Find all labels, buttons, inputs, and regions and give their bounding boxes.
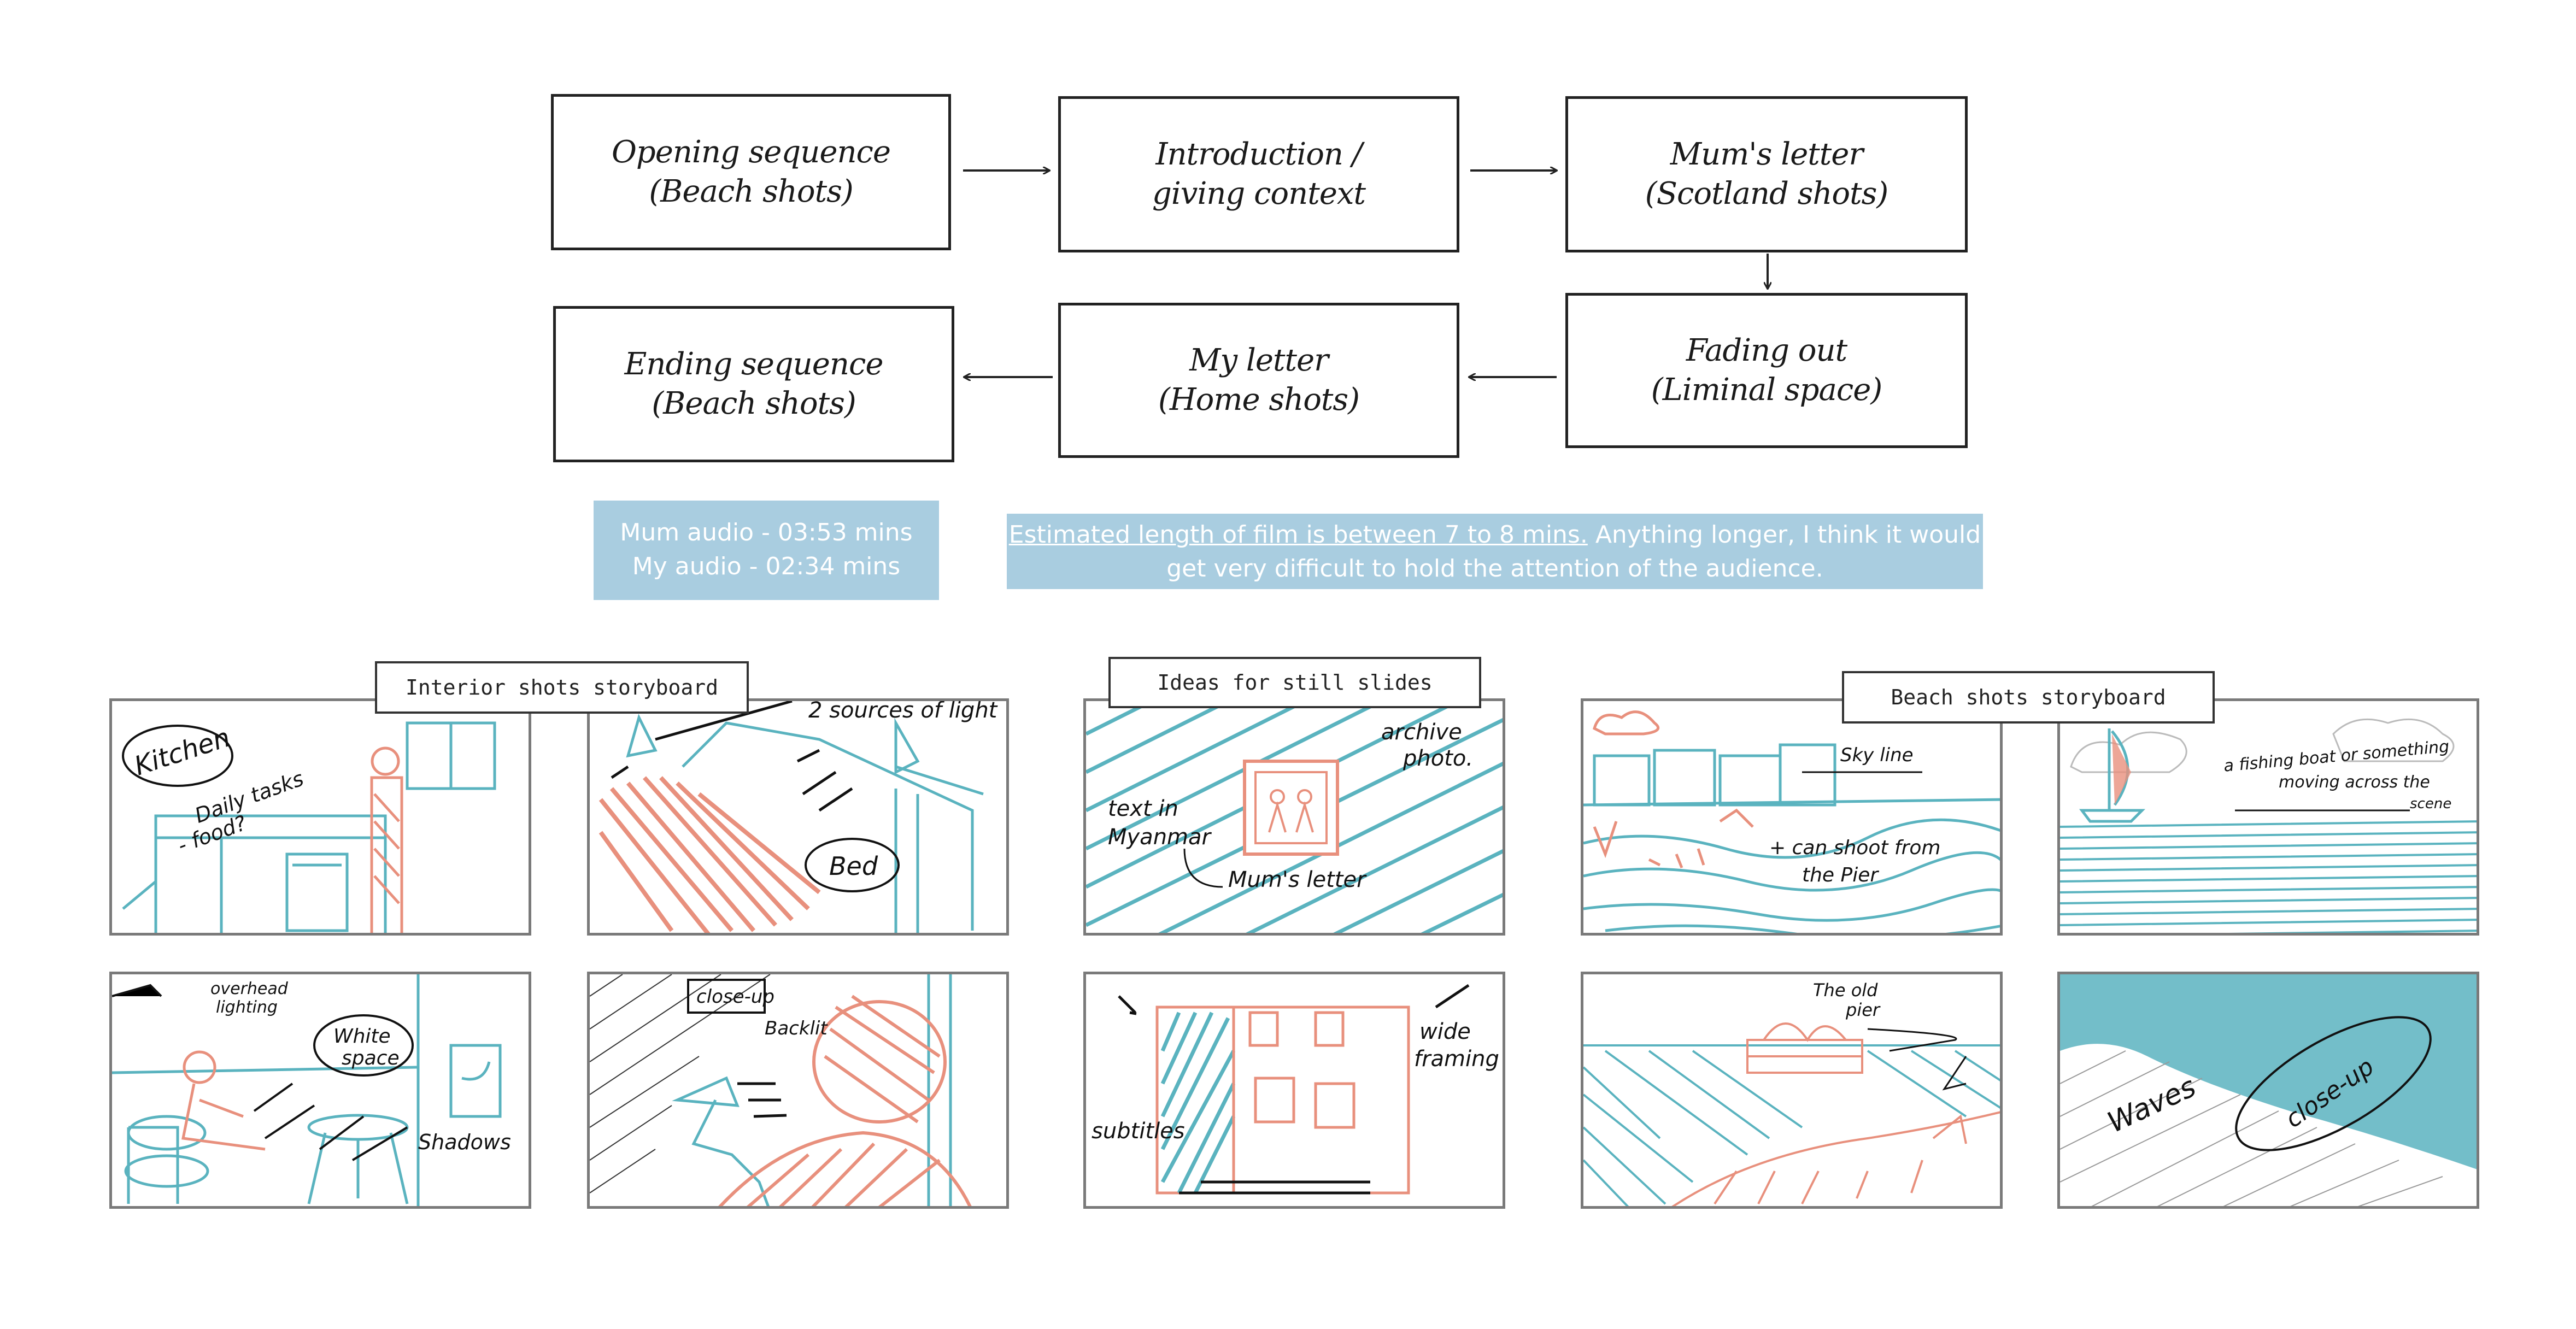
note-daily-tasks: Daily tasks: [192, 766, 307, 827]
note-photo: photo.: [1403, 746, 1473, 771]
flow-step-mums-letter: Mum's letter (Scotland shots): [1565, 96, 1968, 252]
note-pier: pier: [1845, 999, 1881, 1020]
note-framing: framing: [1414, 1046, 1499, 1072]
film-length-caveat: Anything longer, I think it would: [1587, 521, 1981, 549]
note-the-old: The old: [1813, 980, 1878, 1001]
flow-step-title: Fading out: [1686, 333, 1847, 368]
film-length-note: Estimated length of film is between 7 to…: [1007, 514, 1983, 589]
note-backlit: Backlit: [765, 1018, 828, 1039]
audio-length-note: Mum audio - 03:53 mins My audio - 02:34 …: [594, 501, 939, 600]
flow-step-opening: Opening sequence (Beach shots): [551, 94, 951, 250]
note-white: White: [333, 1025, 391, 1048]
note-lighting: lighting: [216, 998, 278, 1017]
note-wide: wide: [1419, 1019, 1471, 1044]
flow-step-ending: Ending sequence (Beach shots): [553, 306, 954, 462]
flow-step-title: Introduction /: [1155, 137, 1362, 172]
flow-step-subtitle: (Home shots): [1158, 382, 1360, 417]
note-overhead: overhead: [210, 979, 289, 998]
still-slides-label: Ideas for still slides: [1108, 657, 1481, 708]
flow-step-subtitle: (Beach shots): [652, 386, 856, 421]
storyboard-panel-bedroom: Bed 2 sources of light: [587, 698, 1009, 936]
storyboard-panel-old-pier: The old pier: [1581, 972, 2003, 1209]
storyboard-panel-backlit: close-up Backlit: [587, 972, 1009, 1209]
flow-step-introduction: Introduction / giving context: [1058, 96, 1459, 252]
film-length-caveat-line2: get very difficult to hold the attention…: [1166, 555, 1823, 583]
note-bed: Bed: [829, 851, 878, 881]
storyboard-panel-wide-framing: wide framing subtitles: [1083, 972, 1505, 1209]
flow-step-title: Opening sequence: [611, 134, 891, 170]
flow-step-title: Ending sequence: [624, 346, 884, 382]
interior-storyboard-label: Interior shots storyboard: [375, 661, 749, 714]
flow-step-subtitle: (Scotland shots): [1645, 176, 1888, 211]
note-boat-2: moving across the: [2279, 773, 2430, 792]
mum-audio-length: Mum audio - 03:53 mins: [620, 519, 913, 546]
note-text-in: text in: [1108, 796, 1178, 821]
note-close-up: close-up: [696, 986, 774, 1008]
flow-step-title: My letter: [1189, 343, 1329, 378]
note-shadows: Shadows: [418, 1130, 511, 1154]
flow-step-subtitle: (Liminal space): [1651, 372, 1882, 408]
note-mums-letter: Mum's letter: [1228, 867, 1367, 892]
note-the-pier: the Pier: [1802, 864, 1879, 886]
note-space: space: [342, 1047, 400, 1069]
film-length-estimate: Estimated length of film is between 7 to…: [1008, 521, 1588, 549]
note-archive: archive: [1381, 720, 1462, 745]
note-two-light-sources: 2 sources of light: [808, 701, 998, 723]
storyboard-panel-kitchen: Kitchen Daily tasks - food?: [109, 698, 531, 936]
flow-step-title: Mum's letter: [1670, 137, 1863, 172]
note-myanmar: Myanmar: [1108, 825, 1212, 850]
note-scene: scene: [2410, 796, 2451, 812]
note-skyline: Sky line: [1840, 744, 1914, 766]
my-audio-length: My audio - 02:34 mins: [632, 552, 901, 580]
storyboard-panel-skyline: Sky line + can shoot from the Pier: [1581, 698, 2003, 936]
note-waves: Waves: [2103, 1071, 2201, 1139]
flow-step-fading-out: Fading out (Liminal space): [1565, 293, 1968, 448]
note-subtitles: subtitles: [1092, 1119, 1185, 1144]
storyboard-panel-archive-photo: archive photo. text in Myanmar Mum's let…: [1083, 698, 1505, 936]
storyboard-panel-fishing-boat: a fishing boat or something moving acros…: [2057, 698, 2479, 936]
storyboard-panel-living-room: overhead lighting White space Shadows: [109, 972, 531, 1209]
storyboard-panel-waves: Waves close-up: [2057, 972, 2479, 1209]
flow-step-my-letter: My letter (Home shots): [1058, 303, 1459, 458]
flow-step-subtitle: giving context: [1152, 176, 1366, 211]
note-can-shoot: + can shoot from: [1769, 837, 1940, 859]
beach-storyboard-label: Beach shots storyboard: [1842, 671, 2215, 724]
flow-step-subtitle: (Beach shots): [649, 174, 853, 209]
